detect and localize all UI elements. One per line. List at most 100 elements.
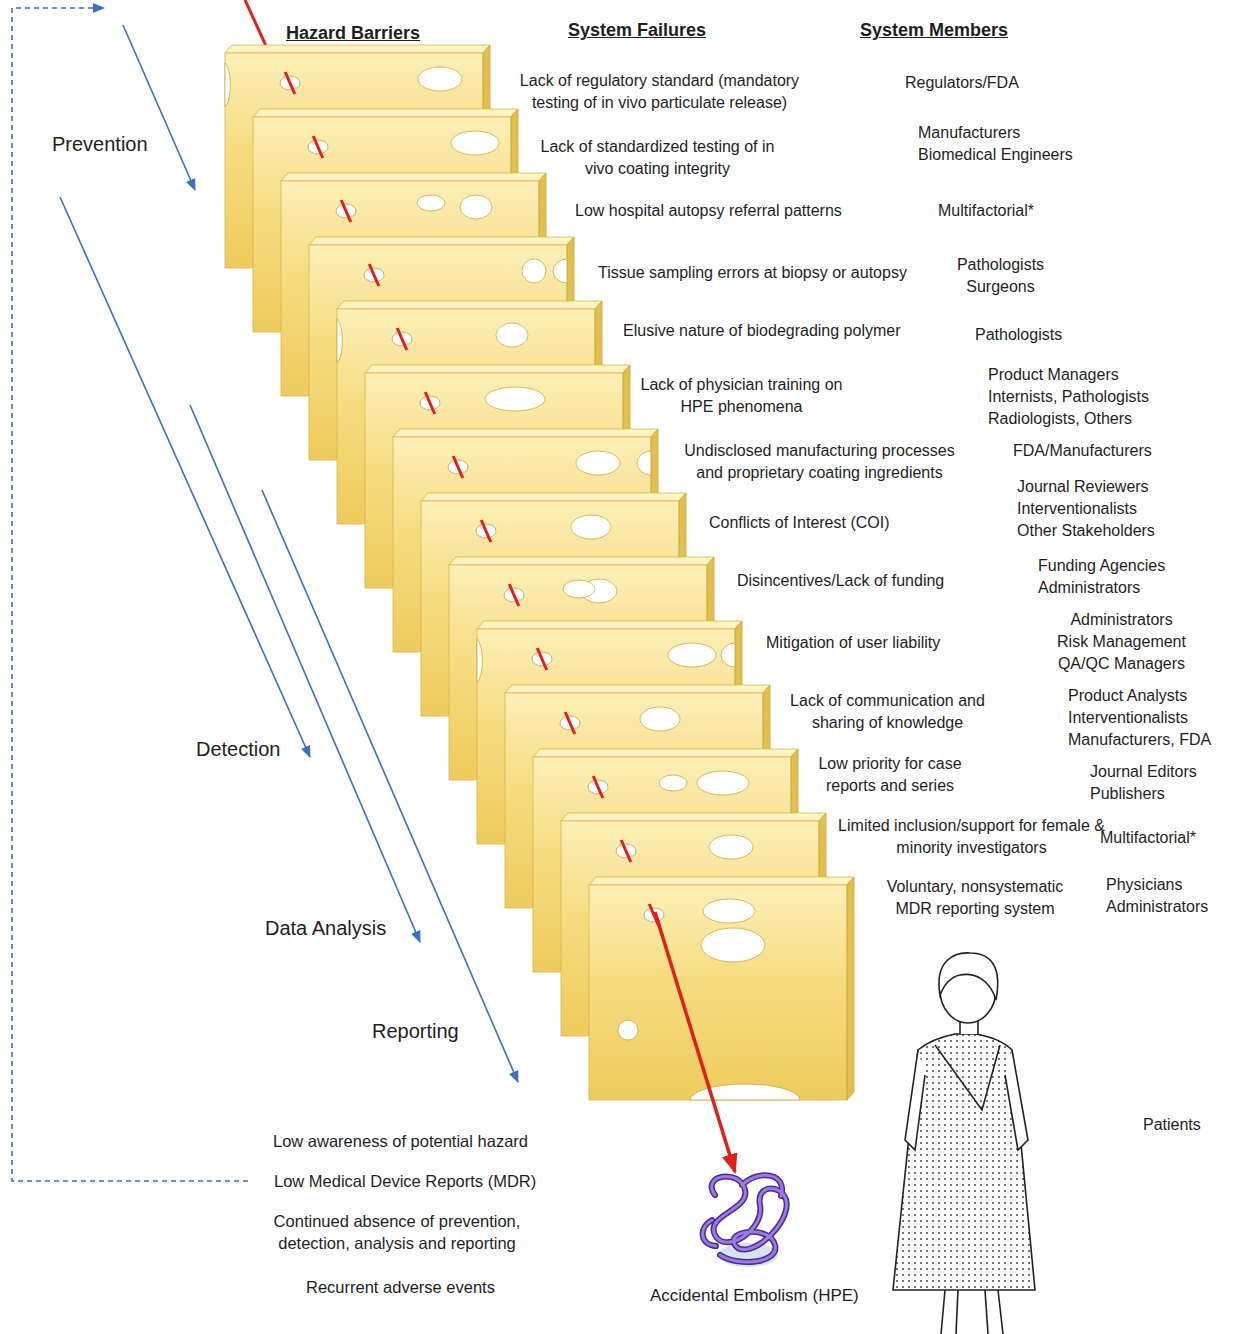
hazard-trajectory xyxy=(481,520,491,542)
hazard-trajectory xyxy=(565,712,575,734)
cheese-hole xyxy=(496,323,528,347)
system-member-label: Multifactorial* xyxy=(938,200,1034,222)
slice-side xyxy=(847,877,854,1100)
phase-label: Detection xyxy=(196,738,281,760)
hazard-trajectory xyxy=(313,136,323,158)
column-header: System Failures xyxy=(568,19,706,41)
system-failure-label: Lack of physician training on HPE phenom… xyxy=(639,374,844,418)
cheese-hole xyxy=(418,67,462,91)
column-header: System Members xyxy=(860,19,1008,41)
system-failure-label: Mitigation of user liability xyxy=(766,632,940,654)
system-member-label: Pathologists xyxy=(975,324,1062,346)
outcome-label: Low Medical Device Reports (MDR) xyxy=(274,1170,536,1192)
slice-top xyxy=(225,45,490,53)
slice-top xyxy=(421,493,686,501)
cheese-hole xyxy=(485,387,545,411)
hazard-trajectory xyxy=(453,456,463,478)
outcome-label: Recurrent adverse events xyxy=(306,1276,495,1298)
cheese-hole xyxy=(709,835,753,859)
cheese-hole xyxy=(563,580,595,598)
hazard-trajectory xyxy=(397,328,407,350)
slice-top xyxy=(281,173,546,181)
slice-top xyxy=(477,621,742,629)
cheese-hole xyxy=(721,643,735,667)
slice-face xyxy=(589,885,847,1100)
cheese-hole xyxy=(576,451,620,475)
cheese-hole xyxy=(697,771,749,795)
hazard-trajectory xyxy=(655,912,735,1172)
system-failure-label: Lack of regulatory standard (mandatory t… xyxy=(507,70,812,114)
system-member-label: Product Analysts Interventionalists Manu… xyxy=(1068,685,1228,751)
system-member-label: Journal Editors Publishers xyxy=(1090,761,1212,805)
outcome-label: Low awareness of potential hazard xyxy=(273,1130,528,1152)
system-failure-label: Disincentives/Lack of funding xyxy=(737,570,944,592)
cheese-hole xyxy=(477,639,482,683)
event-label: Accidental Embolism (HPE) xyxy=(650,1285,859,1307)
hazard-trajectory xyxy=(341,200,351,222)
cheese-hole xyxy=(690,1084,800,1100)
system-member-label: Funding Agencies Administrators xyxy=(1038,555,1178,599)
system-failure-label: Low hospital autopsy referral patterns xyxy=(575,200,842,222)
cheese-hole xyxy=(571,515,611,539)
outcome-label: Continued absence of prevention, detecti… xyxy=(266,1210,528,1254)
cheese-hole xyxy=(640,707,680,731)
cheese-hole xyxy=(553,259,567,283)
system-member-label: Journal Reviewers Interventionalists Oth… xyxy=(1017,476,1177,542)
phase-label: Reporting xyxy=(372,1020,459,1042)
system-failure-label: Undisclosed manufacturing processes and … xyxy=(672,440,967,484)
system-failure-label: Tissue sampling errors at biopsy or auto… xyxy=(598,262,907,284)
slice-top xyxy=(309,237,574,245)
cheese-hole xyxy=(703,899,755,923)
cheese-hole xyxy=(637,451,651,475)
system-member-label: Administrators Risk Management QA/QC Man… xyxy=(1054,609,1189,675)
slice-top xyxy=(533,749,798,757)
slice-top xyxy=(393,429,658,437)
system-failure-label: Lack of standardized testing of in vivo … xyxy=(535,136,780,180)
cheese-hole xyxy=(417,195,445,211)
system-member-label: Manufacturers Biomedical Engineers xyxy=(918,122,1090,166)
system-failure-label: Limited inclusion/support for female & m… xyxy=(834,815,1109,859)
slice-top xyxy=(449,557,714,565)
phase-label: Data Analysis xyxy=(265,917,386,939)
hazard-trajectory xyxy=(369,264,379,286)
system-member-label: FDA/Manufacturers xyxy=(1013,440,1152,462)
embolus-icon xyxy=(703,1175,787,1262)
system-member-label: Physicians Administrators xyxy=(1106,874,1224,918)
system-failure-label: Conflicts of Interest (COI) xyxy=(709,512,890,534)
system-member-label: Regulators/FDA xyxy=(905,72,1019,94)
cheese-hole xyxy=(701,928,765,962)
cheese-slice xyxy=(589,877,854,1100)
slice-top xyxy=(253,109,518,117)
cheese-hole xyxy=(659,775,687,791)
slice-top xyxy=(589,877,854,885)
system-failure-label: Low priority for case reports and series xyxy=(806,753,974,797)
system-member-label: Product Managers Internists, Pathologist… xyxy=(988,364,1166,430)
cheese-hole xyxy=(618,1020,638,1040)
column-header: Hazard Barriers xyxy=(286,22,420,44)
system-failure-label: Lack of communication and sharing of kno… xyxy=(780,690,995,734)
hazard-trajectory xyxy=(425,392,435,414)
cheese-hole xyxy=(460,195,492,219)
hazard-trajectory xyxy=(509,584,519,606)
cheese-hole xyxy=(337,319,342,363)
cheese-hole xyxy=(668,643,716,667)
slice-top xyxy=(505,685,770,693)
hazard-trajectory xyxy=(537,648,547,670)
hazard-trajectory xyxy=(621,840,631,862)
slice-top xyxy=(365,365,630,373)
hazard-trajectory xyxy=(285,72,295,94)
flow-arrow xyxy=(123,25,195,190)
phase-label: Prevention xyxy=(52,133,148,155)
system-failure-label: Elusive nature of biodegrading polymer xyxy=(623,320,901,342)
figure-label: Patients xyxy=(1143,1114,1201,1136)
system-failure-label: Voluntary, nonsystematic MDR reporting s… xyxy=(875,876,1075,920)
cheese-hole xyxy=(522,259,546,283)
cheese-hole xyxy=(451,131,499,155)
slice-top xyxy=(561,813,826,821)
slice-top xyxy=(337,301,602,309)
patient-figure xyxy=(893,953,1035,1334)
system-member-label: Pathologists Surgeons xyxy=(948,254,1053,298)
feedback-loop xyxy=(12,8,248,1181)
